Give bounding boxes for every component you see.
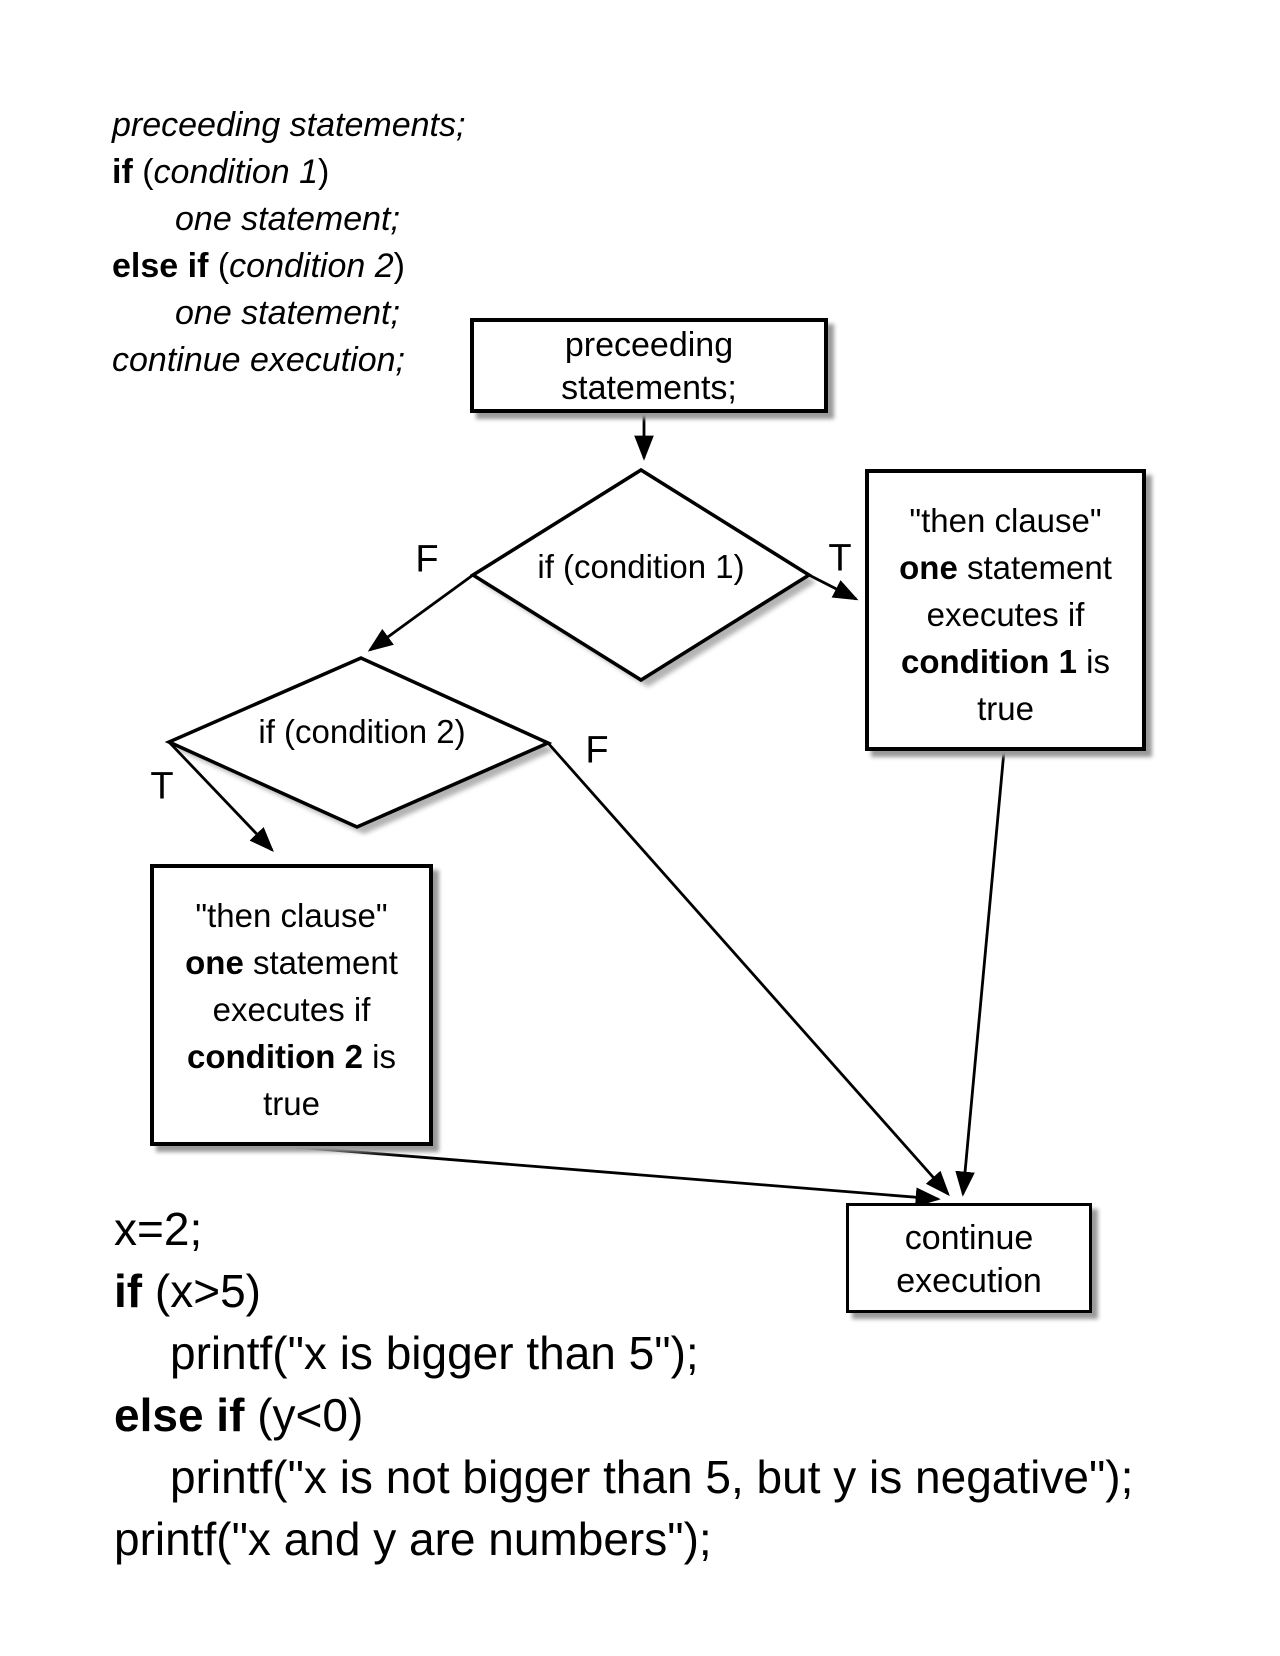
- text-line: printf("x is bigger than 5");: [114, 1322, 1133, 1384]
- text-segment: one statement;: [175, 294, 400, 332]
- diamond2-false-label: F: [585, 729, 609, 772]
- arrow-diamond2-false-to-continue: [546, 742, 950, 1197]
- text-segment: preceeding statements;: [112, 106, 466, 144]
- text-line: printf("x and y are numbers");: [114, 1508, 1133, 1570]
- example-code-block: x=2;if (x>5)printf("x is bigger than 5")…: [114, 1198, 1133, 1570]
- text-segment: if: [112, 153, 143, 191]
- pseudocode-block: preceeding statements;if (condition 1)on…: [112, 102, 465, 384]
- text-segment: is: [363, 1038, 396, 1075]
- then-clause-box-condition2: "then clause" one statement executes if con…: [150, 864, 433, 1146]
- text-segment: one: [185, 944, 244, 981]
- text-segment: printf("x and y are numbers");: [114, 1513, 712, 1565]
- text-segment: (x>5): [154, 1265, 261, 1317]
- text-segment: (: [142, 153, 154, 191]
- diamond1-condition1: [469, 467, 813, 683]
- text-segment: condition 1: [901, 643, 1077, 680]
- arrow-thenbox2-to-continue: [294, 1145, 941, 1207]
- start-box: preceeding statements;: [470, 318, 828, 413]
- continue-execution-box: continue execution: [846, 1203, 1092, 1313]
- text-segment: if: [114, 1265, 155, 1317]
- text-line: continue execution;: [112, 337, 465, 384]
- text-line: one statement;: [112, 196, 465, 243]
- arrow-diamond2-true-to-thenbox2: [167, 741, 274, 853]
- text-line: "then clause": [869, 497, 1142, 544]
- text-segment: is: [1077, 643, 1110, 680]
- text-line: true: [869, 685, 1142, 732]
- start-box-line: preceeding: [564, 326, 734, 364]
- text-segment: true: [977, 690, 1034, 727]
- continue-box-line: execution: [896, 1262, 1042, 1300]
- continue-box-line: continue: [904, 1219, 1034, 1257]
- text-segment: executes if: [926, 596, 1085, 633]
- diamond1-true-label: T: [828, 537, 852, 580]
- text-segment: (: [217, 247, 230, 285]
- text-segment: x=2;: [114, 1203, 203, 1255]
- text-line: executes if: [869, 591, 1142, 638]
- diamond1-label: if (condition 1): [537, 548, 745, 585]
- text-line: one statement: [869, 544, 1142, 591]
- arrow-diamond1-true-to-thenbox1: [808, 573, 859, 601]
- text-line: x=2;: [114, 1198, 1133, 1260]
- text-segment: condition 1: [153, 153, 319, 191]
- text-segment: else if: [114, 1389, 258, 1441]
- text-segment: statement: [243, 944, 398, 981]
- text-segment: continue execution;: [112, 341, 405, 379]
- text-segment: executes if: [212, 991, 371, 1028]
- text-line: if (x>5): [114, 1260, 1133, 1322]
- text-line: "then clause": [154, 892, 429, 939]
- text-line: condition 1 is: [869, 638, 1142, 685]
- text-segment: else if: [112, 247, 218, 285]
- start-box-line: statements;: [561, 369, 737, 407]
- text-segment: "then clause": [909, 502, 1102, 539]
- text-line: executes if: [154, 986, 429, 1033]
- text-line: one statement: [154, 939, 429, 986]
- diamond2-condition2: [164, 656, 553, 829]
- arrow-thenbox1-to-continue: [955, 750, 1006, 1197]
- text-segment: (y<0): [257, 1389, 364, 1441]
- then-clause-box-condition1: "then clause" one statement executes if con…: [865, 469, 1146, 751]
- text-line: if (condition 1): [112, 149, 465, 196]
- text-line: printf("x is not bigger than 5, but y is…: [114, 1446, 1133, 1508]
- text-line: preceeding statements;: [112, 102, 465, 149]
- text-segment: ): [318, 153, 330, 191]
- text-segment: "then clause": [195, 897, 388, 934]
- text-segment: one: [899, 549, 958, 586]
- text-line: true: [154, 1080, 429, 1127]
- text-segment: ): [393, 247, 405, 285]
- text-segment: one statement;: [175, 200, 400, 238]
- text-segment: condition 2: [229, 247, 394, 285]
- text-segment: printf("x is not bigger than 5, but y is…: [170, 1451, 1134, 1503]
- text-line: condition 2 is: [154, 1033, 429, 1080]
- text-segment: statement: [957, 549, 1112, 586]
- diamond2-label: if (condition 2): [258, 713, 466, 750]
- text-segment: true: [263, 1085, 320, 1122]
- text-line: else if (y<0): [114, 1384, 1133, 1446]
- diamond2-true-label: T: [150, 765, 174, 808]
- text-line: one statement;: [112, 290, 465, 337]
- text-segment: printf("x is bigger than 5");: [170, 1327, 699, 1379]
- arrow-diamond1-false-to-diamond2: [367, 573, 474, 652]
- diamond1-false-label: F: [415, 538, 439, 581]
- text-line: else if (condition 2): [112, 243, 465, 290]
- text-segment: condition 2: [187, 1038, 363, 1075]
